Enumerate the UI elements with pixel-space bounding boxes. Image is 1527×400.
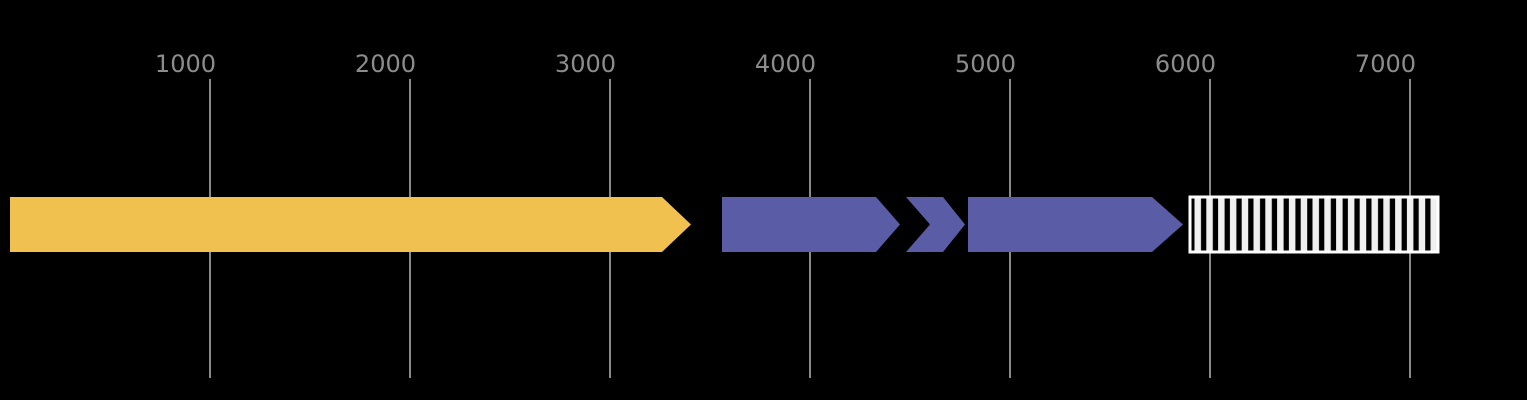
feature-1-gene-arrow [10, 197, 691, 252]
tick-label-6000: 6000 [1155, 50, 1216, 78]
feature-5-hatched-box-fill [1190, 197, 1438, 252]
feature-4-gene-arrow [968, 197, 1183, 252]
feature-3-gene-chevron [906, 197, 965, 252]
feature-2-gene-arrow [722, 197, 900, 252]
feature-layer [10, 197, 1438, 252]
tick-label-5000: 5000 [955, 50, 1016, 78]
tick-label-4000: 4000 [755, 50, 816, 78]
tick-label-7000: 7000 [1355, 50, 1416, 78]
tick-label-layer: 1000 2000 3000 4000 5000 6000 7000 [155, 50, 1416, 78]
tick-label-1000: 1000 [155, 50, 216, 78]
tick-label-3000: 3000 [555, 50, 616, 78]
tick-label-2000: 2000 [355, 50, 416, 78]
